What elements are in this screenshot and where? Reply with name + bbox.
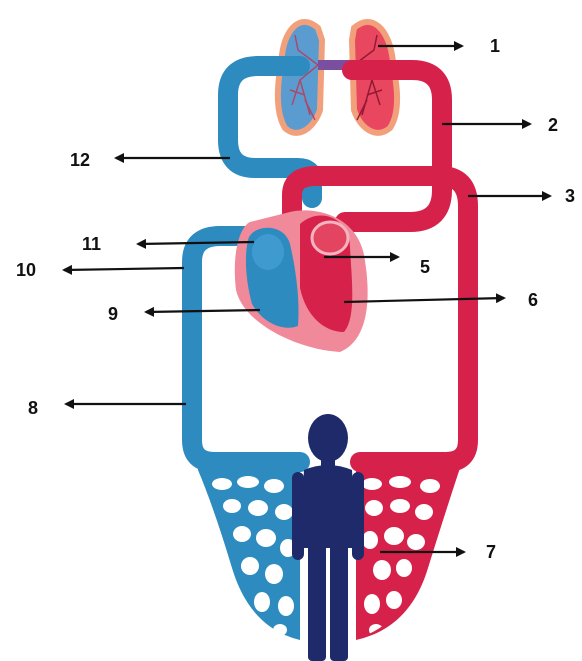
human-figure-icon [292,414,364,661]
left-atrium [312,222,348,254]
label-9: 9 [108,304,118,324]
arrow-6 [344,298,504,302]
label-7: 7 [486,542,496,562]
arrow-10 [64,268,184,270]
label-8: 8 [28,398,38,418]
label-11: 11 [82,234,101,254]
heart-icon [235,210,368,352]
label-2: 2 [548,115,558,135]
label-12: 12 [70,150,90,170]
label-5: 5 [420,257,430,277]
right-atrium [252,234,284,270]
label-10: 10 [16,260,36,280]
label-6: 6 [528,290,538,310]
arrow-9 [146,310,260,312]
pulmonary-loop [228,66,442,222]
label-1: 1 [490,36,500,56]
label-3: 3 [565,186,575,206]
